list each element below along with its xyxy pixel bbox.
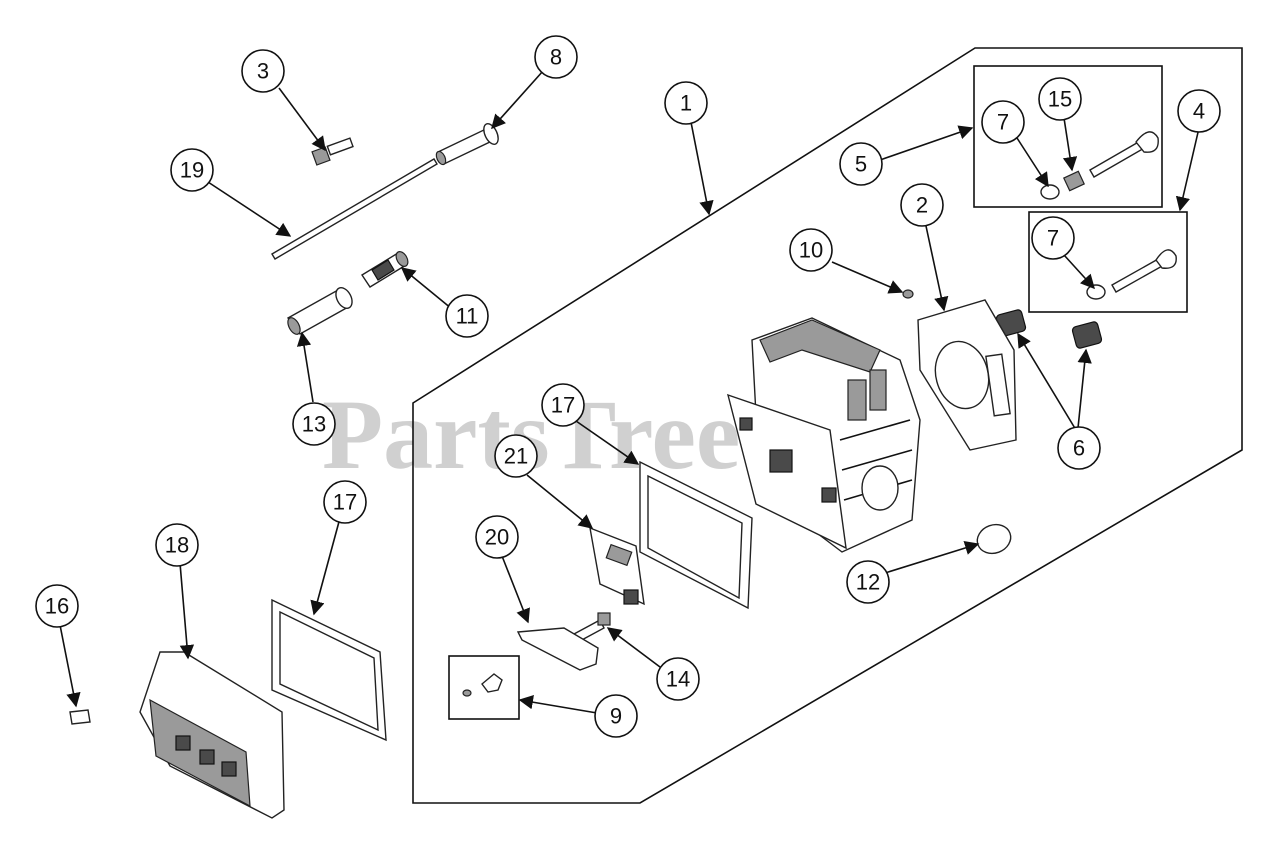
svg-text:17: 17: [551, 393, 575, 418]
svg-text:8: 8: [550, 45, 562, 70]
callout-17-outer[interactable]: 17: [323, 480, 367, 524]
svg-text:5: 5: [855, 152, 867, 177]
part-bolt-16: [69, 709, 91, 725]
part-o-ring-12: [976, 523, 1012, 555]
callout-15[interactable]: 15: [1038, 77, 1082, 121]
callout-9[interactable]: 9: [594, 694, 638, 738]
part-push-rod-19: [271, 158, 438, 260]
callout-17-inner[interactable]: 17: [541, 383, 585, 427]
part-spark-plug-11: [361, 251, 409, 288]
svg-text:18: 18: [165, 533, 189, 558]
leader-lines: [59, 70, 1200, 714]
part-springs-6: [995, 309, 1103, 349]
cylinder-head-assembly-outline: [412, 47, 1243, 804]
callout-13[interactable]: 13: [292, 402, 336, 446]
svg-text:4: 4: [1193, 99, 1205, 124]
svg-text:21: 21: [504, 444, 528, 469]
part-intake-valve: [1086, 249, 1177, 300]
svg-text:14: 14: [666, 667, 690, 692]
callout-2[interactable]: 2: [900, 183, 944, 227]
part-breather-21: [589, 526, 645, 606]
kit-box: [448, 655, 520, 720]
part-guide-8: [435, 123, 499, 166]
svg-text:10: 10: [799, 238, 823, 263]
watermark-text: PartsTree: [322, 379, 740, 490]
svg-text:15: 15: [1048, 87, 1072, 112]
cylinder-head-body: [726, 317, 921, 553]
part-exhaust-valve: [1040, 131, 1159, 200]
callout-8[interactable]: 8: [534, 35, 578, 79]
svg-text:2: 2: [916, 193, 928, 218]
svg-text:6: 6: [1073, 436, 1085, 461]
svg-text:12: 12: [856, 570, 880, 595]
svg-text:11: 11: [456, 304, 479, 329]
callout-12[interactable]: 12: [846, 560, 890, 604]
part-dowel-10: [902, 289, 914, 299]
svg-text:7: 7: [997, 110, 1009, 135]
callout-10[interactable]: 10: [789, 228, 833, 272]
svg-text:17: 17: [333, 490, 357, 515]
callout-4[interactable]: 4: [1177, 89, 1221, 133]
svg-text:20: 20: [485, 525, 509, 550]
svg-text:16: 16: [45, 594, 69, 619]
callout-3[interactable]: 3: [241, 49, 285, 93]
part-valve-cover-18: [139, 651, 285, 819]
svg-text:19: 19: [180, 158, 204, 183]
callout-18[interactable]: 18: [155, 523, 199, 567]
part-screw-3: [311, 137, 354, 166]
part-tappet-13: [286, 287, 353, 335]
part-head-gasket-2: [917, 299, 1017, 451]
part-kit-9-contents: [462, 673, 503, 697]
intake-valve-box: [1028, 211, 1188, 313]
part-plate-20: [516, 627, 599, 671]
svg-text:7: 7: [1047, 226, 1059, 251]
callout-16[interactable]: 16: [35, 584, 79, 628]
part-gasket-17-inner: [639, 460, 753, 610]
part-gasket-17-outer: [271, 598, 387, 742]
callout-1[interactable]: 1: [664, 81, 708, 125]
callout-21[interactable]: 21: [494, 434, 538, 478]
callout-5[interactable]: 5: [839, 142, 883, 186]
callout-14[interactable]: 14: [656, 657, 700, 701]
callout-19[interactable]: 19: [170, 148, 214, 192]
svg-text:1: 1: [680, 91, 692, 116]
callout-11[interactable]: 11: [445, 294, 489, 338]
callout-6[interactable]: 6: [1057, 426, 1101, 470]
svg-text:13: 13: [302, 412, 326, 437]
exhaust-valve-box: [973, 65, 1163, 208]
svg-text:9: 9: [610, 704, 622, 729]
svg-text:3: 3: [257, 59, 269, 84]
callout-7-bottom[interactable]: 7: [1031, 216, 1075, 260]
callout-20[interactable]: 20: [475, 515, 519, 559]
callout-7-top[interactable]: 7: [981, 100, 1025, 144]
